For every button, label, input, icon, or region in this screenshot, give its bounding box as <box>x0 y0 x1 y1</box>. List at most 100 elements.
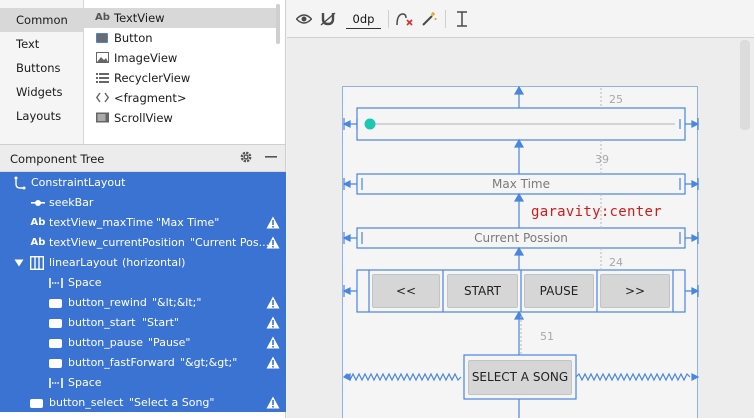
tree-row-name: button_start <box>68 316 136 329</box>
text-icon: Ab <box>95 12 110 23</box>
text-icon: Ab <box>30 217 46 228</box>
palette-item-label: ScrollView <box>114 111 173 125</box>
tree-row-attr: "Select a Song" <box>129 396 215 409</box>
tree-row-space[interactable]: Space <box>0 373 286 393</box>
margin-label-top: 25 <box>609 93 623 106</box>
seekbar[interactable] <box>357 108 685 140</box>
tree-row-constraintlayout[interactable]: ConstraintLayout <box>0 173 286 193</box>
category-common[interactable]: Common <box>0 8 84 32</box>
code-icon <box>95 92 109 104</box>
tree-row-name: Space <box>68 276 102 289</box>
eye-icon[interactable] <box>295 10 313 28</box>
button-icon <box>49 319 62 328</box>
tree-row-seekbar[interactable]: seekBar <box>0 193 286 213</box>
button-icon <box>49 299 62 308</box>
magnet-icon[interactable] <box>319 10 337 28</box>
component-tree-title: Component Tree <box>10 152 105 166</box>
tree-row-name: Space <box>68 376 102 389</box>
toolbar-divider <box>388 10 389 28</box>
tree-row-name: linearLayout <box>49 256 118 269</box>
palette-item-button[interactable]: Button <box>84 28 278 48</box>
button-icon <box>96 33 108 43</box>
tree-row-attr: "Start" <box>142 316 179 329</box>
tree-row-linearlayout[interactable]: linearLayout (horizontal) <box>0 253 286 273</box>
gear-icon[interactable] <box>238 150 254 166</box>
category-layouts[interactable]: Layouts <box>16 109 62 123</box>
tree-row-button-fastforward[interactable]: button_fastForward "&gt;&gt;" <box>0 353 286 373</box>
category-buttons[interactable]: Buttons <box>16 61 61 75</box>
tree-row-space[interactable]: Space <box>0 273 286 293</box>
textview-current-position[interactable]: Current Possion <box>474 231 568 245</box>
palette-item-label: RecyclerView <box>114 71 191 85</box>
palette-item-textview[interactable]: Ab TextView <box>84 8 278 28</box>
tree-row-button-rewind[interactable]: button_rewind "&lt;&lt;" <box>0 293 286 313</box>
tree-row-textview-maxtime[interactable]: Ab textView_maxTime "Max Time" <box>0 213 286 233</box>
space-icon <box>48 373 64 393</box>
tree-row-button-select[interactable]: button_select "Select a Song" <box>0 393 286 413</box>
warning-icon[interactable] <box>266 216 280 230</box>
text-icon: Ab <box>30 237 46 248</box>
palette-item-scrollview[interactable]: ScrollView <box>84 108 278 128</box>
warning-icon[interactable] <box>266 356 280 370</box>
palette-item-recyclerview[interactable]: RecyclerView <box>84 68 278 88</box>
tree-row-name: button_pause <box>68 336 143 349</box>
tree-row-name: textView_maxTime <box>49 216 154 229</box>
palette-item-label: TextView <box>114 11 165 25</box>
tree-row-button-pause[interactable]: button_pause "Pause" <box>0 333 286 353</box>
palette-categories: Common Text Buttons Widgets Layouts <box>0 0 84 144</box>
tree-row-name: seekBar <box>49 196 94 209</box>
tree-row-name: textView_currentPosition <box>49 236 185 249</box>
minimize-icon[interactable] <box>264 150 278 166</box>
tree-row-attr: "Max Time" <box>156 216 220 229</box>
palette-item-label: ImageView <box>114 51 178 65</box>
constraint-icon <box>12 173 28 193</box>
button-icon <box>49 359 62 368</box>
component-tree-header: Component Tree <box>0 144 286 172</box>
margin-label-buttons-to-select: 51 <box>540 330 554 343</box>
palette-item-imageview[interactable]: ImageView <box>84 48 278 68</box>
start-button[interactable]: START <box>447 274 518 308</box>
canvas-scrollbar[interactable] <box>740 40 750 130</box>
tree-row-button-start[interactable]: button_start "Start" <box>0 313 286 333</box>
pause-button[interactable]: PAUSE <box>524 274 594 308</box>
toolbar-divider <box>445 10 446 28</box>
warning-icon[interactable] <box>266 396 280 410</box>
margin-label-seek-to-max: 39 <box>595 153 609 166</box>
textview-max-time[interactable]: Max Time <box>492 177 550 191</box>
palette-scrollbar[interactable] <box>276 4 280 44</box>
button-icon <box>49 339 62 348</box>
seekbar-thumb[interactable] <box>364 118 376 130</box>
warning-icon[interactable] <box>266 336 280 350</box>
infer-constraints-icon[interactable] <box>419 10 439 28</box>
warning-icon[interactable] <box>266 296 280 310</box>
warning-icon[interactable] <box>266 316 280 330</box>
rewind-button[interactable]: << <box>372 274 440 308</box>
blueprint-constraints <box>342 85 700 418</box>
fast-forward-button[interactable]: >> <box>600 274 670 308</box>
gravity-annotation: garavity:center <box>531 204 662 220</box>
expand-arrow-icon[interactable] <box>11 253 27 273</box>
tree-row-textview-currentposition[interactable]: Ab textView_currentPosition "Current Pos… <box>0 233 286 253</box>
tree-row-attr: (horizontal) <box>122 256 186 269</box>
tree-row-attr: "Current Pos... <box>190 236 270 249</box>
palette-item-fragment[interactable]: <fragment> <box>84 88 278 108</box>
category-widgets[interactable]: Widgets <box>16 85 63 99</box>
component-tree-footer <box>0 412 286 418</box>
scroll-icon <box>95 112 109 124</box>
image-icon <box>95 52 109 64</box>
category-text[interactable]: Text <box>16 37 40 51</box>
default-margin-field[interactable]: 0dp <box>346 10 381 29</box>
warning-icon[interactable] <box>266 236 280 250</box>
palette-items: Ab TextView Button ImageView RecyclerVie… <box>84 0 348 144</box>
guidelines-icon[interactable] <box>453 10 471 28</box>
tree-row-name: button_fastForward <box>68 356 175 369</box>
tree-row-attr: "&gt;&gt;" <box>180 356 238 369</box>
tree-row-name: button_select <box>49 396 124 409</box>
tree-row-attr: "Pause" <box>148 336 191 349</box>
button-icon <box>30 399 43 408</box>
palette-item-label: <fragment> <box>114 91 187 105</box>
layout-editor-toolbar: 0dp <box>287 0 754 38</box>
component-tree: ConstraintLayout seekBar Ab textView_max… <box>0 172 286 412</box>
select-song-button[interactable]: SELECT A SONG <box>468 360 572 395</box>
clear-constraints-icon[interactable] <box>395 10 415 28</box>
